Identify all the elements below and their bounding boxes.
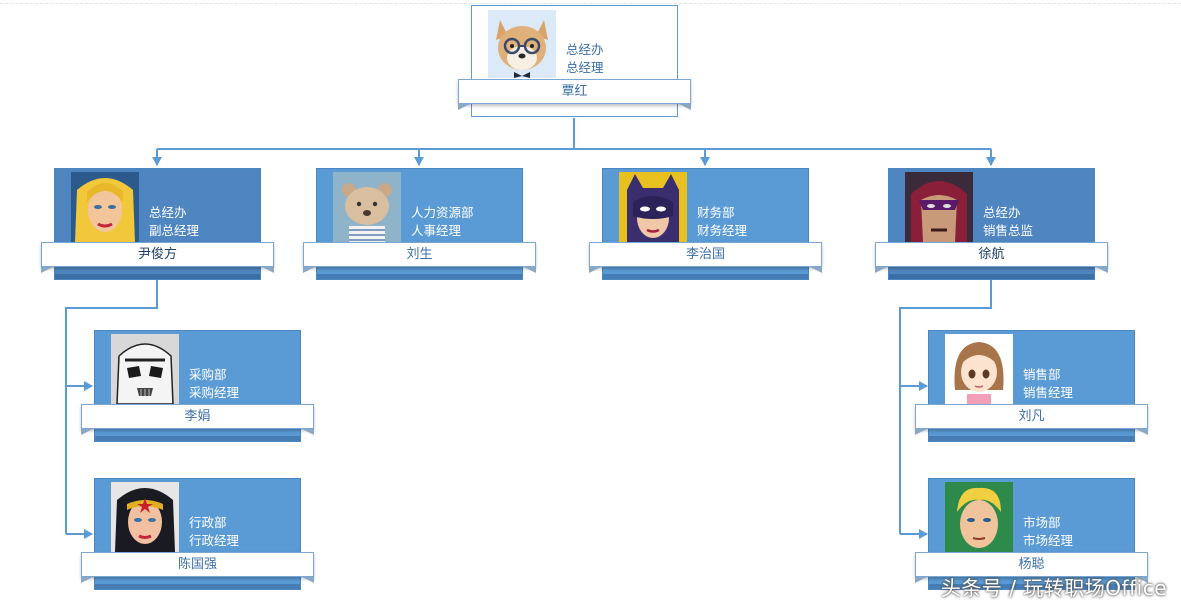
node-dept-label: 市场部 [1023,515,1061,530]
node-name-liu-fan: 刘凡 [915,404,1148,435]
blonde-woman-comic-avatar [71,172,139,242]
node-name-li-juan: 李娟 [81,404,314,435]
node-name-yang-cong: 杨聪 [915,552,1148,583]
blond-hero-avatar [945,482,1013,552]
node-dept-label: 采购部 [189,367,227,382]
stormtrooper-avatar [111,334,179,404]
right-branch-line [899,280,992,534]
node-dept-label: 行政部 [189,515,227,530]
wonder-woman-avatar [111,482,179,552]
watermark-text: 头条号 / 玩转职场Office [940,576,1167,600]
node-title-label: 行政经理 [189,533,240,548]
shiba-dog-glasses-avatar [488,10,556,78]
node-dept-label: 销售部 [1023,367,1061,382]
node-title-label: 销售经理 [1023,385,1074,400]
bear-cartoon-avatar [333,172,401,242]
node-name-liu-sheng: 刘生 [303,242,536,273]
node-dept-label: 总经办 [566,42,604,57]
node-dept-label: 总经办 [149,205,187,220]
node-name-xu-hang: 徐航 [875,242,1108,273]
masked-heroine-avatar [619,172,687,242]
node-dept-label: 人力资源部 [411,205,474,220]
left-branch-line [65,280,158,534]
node-title-label: 财务经理 [697,223,748,238]
node-title-label: 采购经理 [189,385,240,400]
node-title-label: 人事经理 [411,223,462,238]
helmeted-villain-avatar [905,172,973,242]
cartoon-girl-avatar [945,334,1013,404]
node-name-root: 覃红 [458,79,691,110]
node-title-label: 总经理 [566,60,604,75]
page-top-divider [0,3,1181,4]
node-dept-label: 财务部 [697,205,735,220]
node-title-label: 副总经理 [149,223,200,238]
node-name-li-zhiguo: 李治国 [589,242,822,273]
node-name-chen-guoqiang: 陈国强 [81,552,314,583]
node-dept-label: 总经办 [983,205,1021,220]
node-title-label: 销售总监 [983,223,1034,238]
node-name-yin-junfang: 尹俊方 [41,242,274,273]
node-title-label: 市场经理 [1023,533,1074,548]
